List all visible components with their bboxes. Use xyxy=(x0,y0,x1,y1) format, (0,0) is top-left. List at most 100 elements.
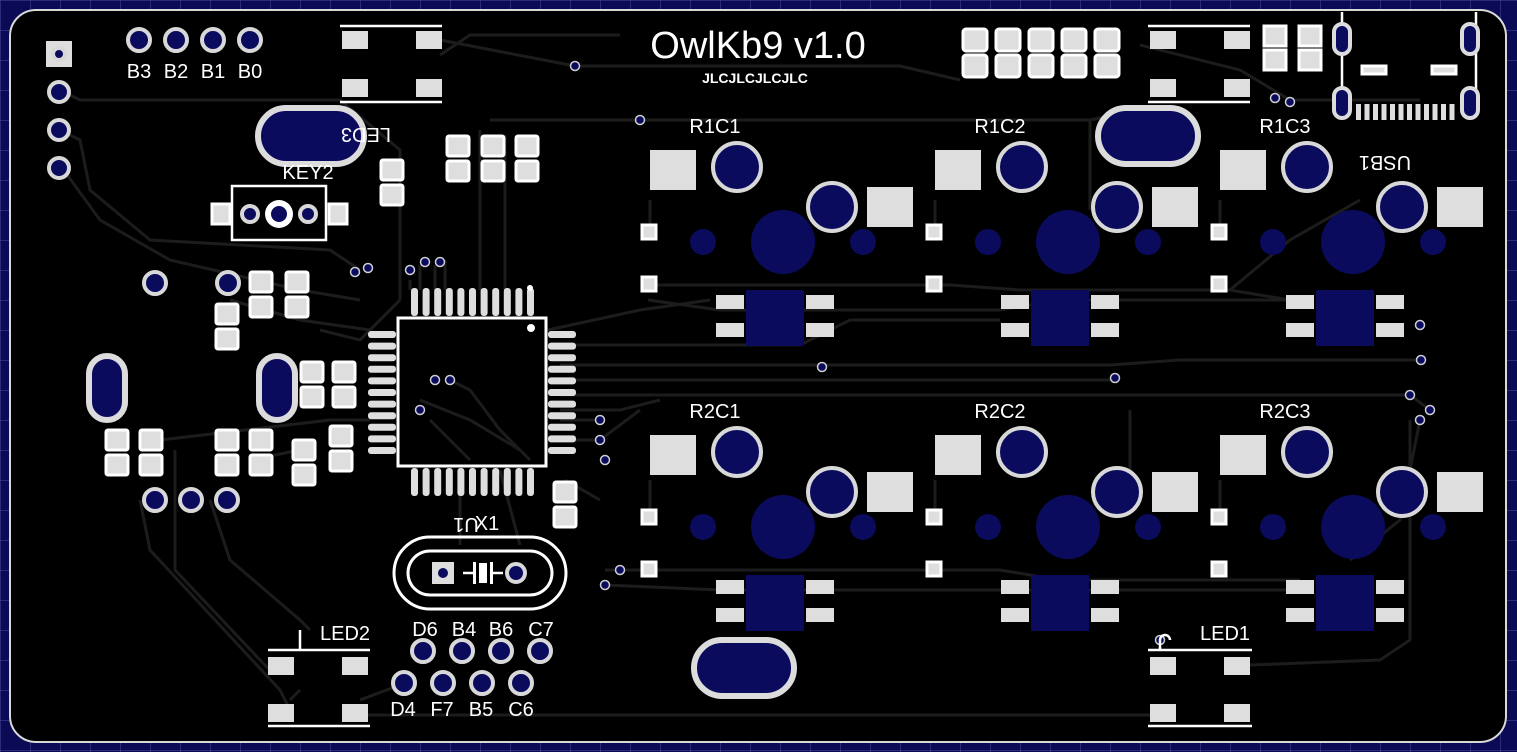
via xyxy=(599,454,611,466)
mcu-pin xyxy=(368,377,396,385)
via xyxy=(414,404,426,416)
via xyxy=(1404,389,1416,401)
switch-pin xyxy=(1281,141,1333,193)
switch-pin xyxy=(1376,466,1428,518)
switch-center-hole xyxy=(1321,210,1385,274)
led-pad xyxy=(1376,608,1404,622)
mcu-pin xyxy=(422,288,430,316)
switch-pin xyxy=(711,141,763,193)
top-pin-header: B3 B2 B1 B0 xyxy=(126,27,263,83)
smd-pad xyxy=(104,428,130,452)
switch-pad xyxy=(650,150,696,190)
diode-pad xyxy=(640,560,658,578)
switch-pin xyxy=(806,466,858,518)
switch-peg-hole xyxy=(1260,514,1286,540)
led-pad xyxy=(1150,31,1176,49)
smd-pad xyxy=(480,134,506,158)
crystal-x1: X1 xyxy=(392,513,568,611)
led1-pad xyxy=(1224,704,1250,722)
switch-center-hole xyxy=(751,210,815,274)
pin-label-b2: B2 xyxy=(164,61,188,83)
via xyxy=(1424,404,1436,416)
smd-pad xyxy=(1093,27,1121,53)
led-pad xyxy=(1001,608,1029,622)
led-pad xyxy=(806,580,834,594)
smd-pad xyxy=(1297,48,1323,72)
board-title: OwlKb9 v1.0 xyxy=(650,25,865,67)
led3-pad xyxy=(416,79,442,97)
led-pad xyxy=(1150,79,1176,97)
diode-pad xyxy=(640,275,658,293)
via xyxy=(1414,414,1426,426)
mcu-pin xyxy=(548,400,576,408)
switch-pad xyxy=(1152,187,1198,227)
switch-peg-hole xyxy=(690,514,716,540)
mcu-pin xyxy=(503,468,511,496)
smd-pad xyxy=(994,53,1022,79)
switch-pin xyxy=(996,141,1048,193)
mounting-slot-left-2 xyxy=(256,353,298,423)
mcu-pin xyxy=(548,365,576,373)
diode-pad xyxy=(925,275,943,293)
switch-pad xyxy=(935,150,981,190)
led-pad xyxy=(1001,295,1029,309)
smd-pad xyxy=(994,27,1022,53)
usb-shield-slot xyxy=(1460,86,1480,120)
led-window xyxy=(746,575,804,631)
usb-mount-pad xyxy=(1360,64,1388,76)
mcu-pin xyxy=(527,468,534,496)
header-pin-1 xyxy=(51,46,67,62)
switch-peg-hole xyxy=(1260,229,1286,255)
switch-pad xyxy=(1437,187,1483,227)
switch-r2c3: R2C3 xyxy=(1210,401,1483,631)
header-pin-b0 xyxy=(237,27,263,53)
mcu-pin xyxy=(548,331,576,338)
smd-pad xyxy=(1027,53,1055,79)
mcu-pin xyxy=(515,468,523,496)
led-window xyxy=(1316,575,1374,631)
usb-pin xyxy=(1364,104,1370,120)
led1-footprint: LED1 xyxy=(1148,623,1252,728)
smd-pad xyxy=(328,449,354,473)
switch-label: R1C3 xyxy=(1259,116,1310,138)
mcu-pin xyxy=(457,288,465,316)
key2-pad xyxy=(210,202,232,226)
led-window xyxy=(1031,290,1089,346)
via xyxy=(1414,319,1426,331)
smd-pad xyxy=(445,134,471,158)
led-pad xyxy=(806,295,834,309)
mcu-pin xyxy=(434,288,442,316)
switch-r1c3: R1C3 xyxy=(1210,116,1483,346)
via xyxy=(599,579,611,591)
mcu-pin xyxy=(469,468,476,496)
mcu-pin xyxy=(368,342,396,350)
switch-pad xyxy=(1152,472,1198,512)
key2-label: KEY2 xyxy=(282,162,333,184)
via xyxy=(444,374,456,386)
smd-pad xyxy=(284,270,310,294)
via xyxy=(634,114,646,126)
key2-pad xyxy=(327,202,349,226)
via xyxy=(1109,372,1121,384)
mounting-holes xyxy=(86,105,1201,699)
via xyxy=(1415,354,1427,366)
x1-outline xyxy=(392,535,568,611)
led-pad xyxy=(1286,608,1314,622)
led-pad xyxy=(716,295,744,309)
header-pin-b4 xyxy=(449,638,475,664)
switch-center-hole xyxy=(1036,210,1100,274)
switch-pad xyxy=(867,187,913,227)
key2-button: KEY2 xyxy=(210,162,349,242)
mcu-pin xyxy=(411,288,418,316)
header-pin-b3 xyxy=(126,27,152,53)
led-top-right-footprint xyxy=(1148,24,1323,104)
pin-label-b6: B6 xyxy=(489,619,513,641)
led-pad xyxy=(1001,580,1029,594)
usb-shield-slot xyxy=(1332,86,1352,120)
mcu-pin xyxy=(548,412,576,420)
header-pin-b5 xyxy=(469,670,495,696)
header-pin-d6 xyxy=(410,638,436,664)
led-pad xyxy=(1286,295,1314,309)
switch-peg-hole xyxy=(1135,514,1161,540)
mcu-pins xyxy=(368,288,576,496)
